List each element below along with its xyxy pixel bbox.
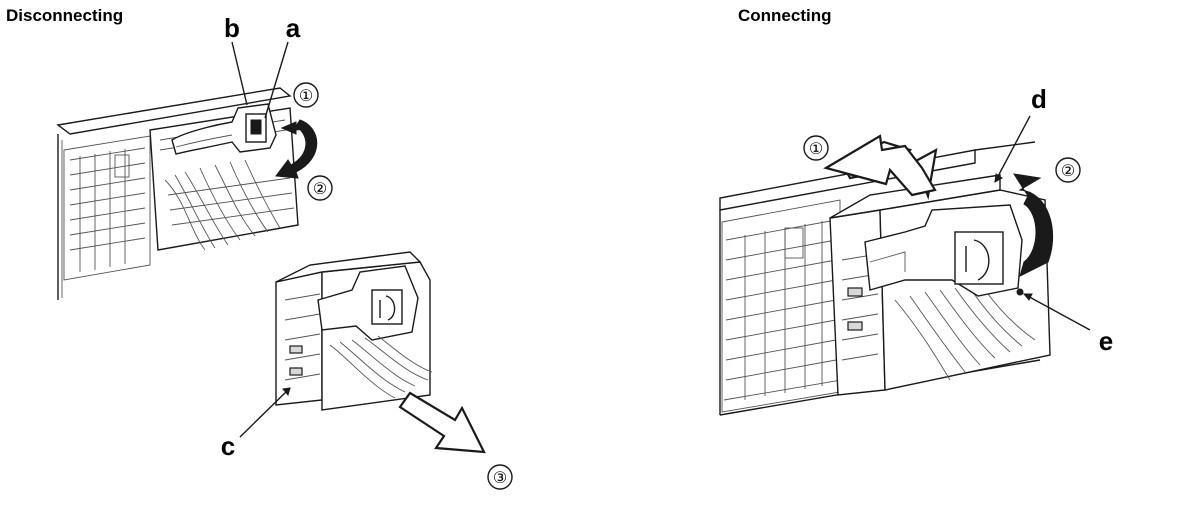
connect-step-circles — [803, 135, 1081, 183]
disconnect-step-2: ② — [313, 179, 327, 198]
disconnecting-heading: Disconnecting — [6, 6, 124, 25]
callout-a: a — [286, 13, 301, 43]
callout-e: e — [1099, 326, 1113, 356]
connect-lock-lever — [864, 204, 1024, 297]
connect-step-1: ① — [809, 139, 823, 158]
callout-c: c — [221, 431, 235, 461]
connecting-heading: Connecting — [738, 6, 832, 25]
callout-d: d — [1031, 84, 1047, 114]
disconnect-step-circles — [293, 82, 513, 490]
connect-push-arrow-main — [823, 134, 937, 197]
connect-step-2: ② — [1061, 161, 1075, 180]
disconnect-lock-lever — [171, 103, 318, 179]
disconnect-step-1: ① — [299, 86, 313, 105]
disconnect-removed-connector — [275, 251, 486, 454]
callout-b: b — [224, 13, 240, 43]
disconnect-step-3: ③ — [493, 468, 507, 487]
connect-leader-lines — [994, 115, 1091, 331]
connect-rotate-arrow — [1012, 173, 1054, 277]
disconnect-leader-lines — [231, 41, 291, 438]
